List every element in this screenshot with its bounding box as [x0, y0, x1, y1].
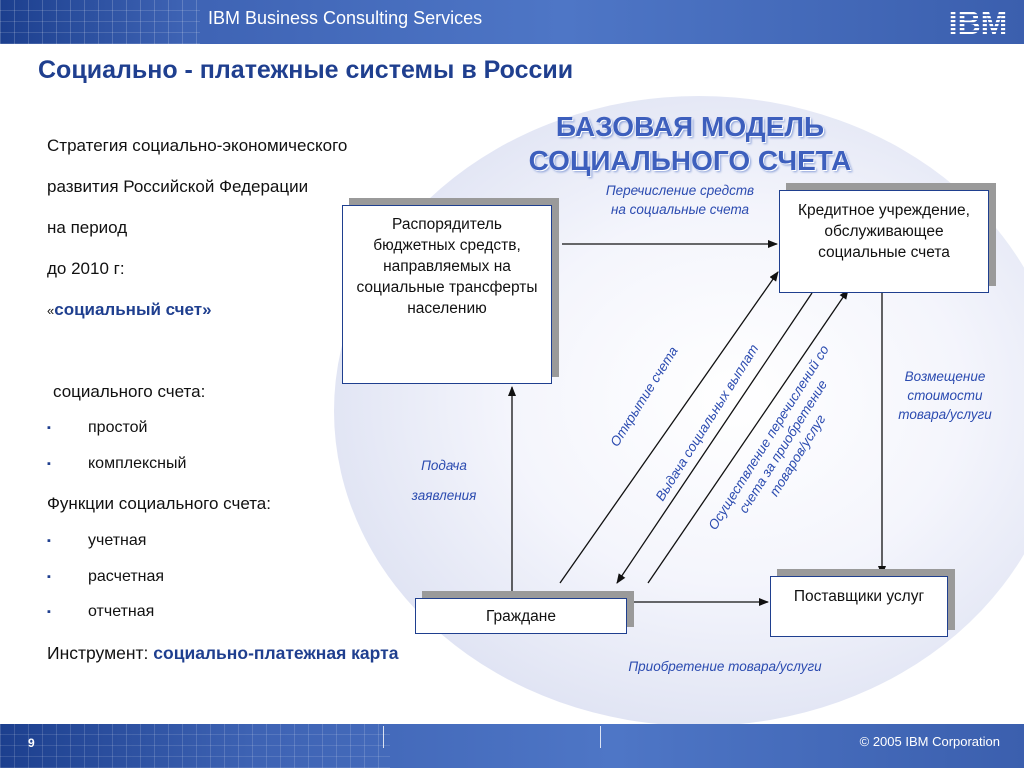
header-grid-pattern [0, 0, 200, 44]
label-application-2: заявления [411, 488, 477, 503]
social-account-term: «социальный счет» [47, 300, 212, 320]
header-bar: IBM Business Consulting Services IBM [0, 0, 1024, 44]
box-providers: Поставщики услуг [770, 576, 948, 637]
arrow-transfers [647, 289, 849, 584]
diagram-title-line2: СОЦИАЛЬНОГО СЧЕТА [528, 145, 852, 176]
arrow-payout [616, 292, 813, 584]
bullet-icon: ▪ [47, 458, 51, 470]
bullet-icon: ▪ [47, 535, 51, 547]
box-citizens: Граждане [415, 598, 627, 634]
footer-bar: 9 © 2005 IBM Corporation [0, 724, 1024, 768]
strategy-line-3: на период [47, 218, 128, 237]
strategy-line-4: до 2010 г: [47, 259, 125, 278]
strategy-line-2: развития Российской Федерации [47, 177, 309, 196]
label-application-1: Подача [421, 458, 467, 473]
ibm-logo: IBM [949, 5, 1008, 40]
svg-text:IBM: IBM [949, 5, 1008, 40]
diagram-title-line1: БАЗОВАЯ МОДЕЛЬ [555, 111, 825, 142]
functions-heading: Функции социального счета: [47, 494, 271, 513]
copyright: © 2005 IBM Corporation [859, 734, 1000, 749]
instrument-value: социально-платежная карта [153, 643, 399, 663]
social-account-text: социальный счет» [54, 300, 212, 319]
strategy-line-1: Стратегия социально-экономического [47, 136, 348, 155]
page-number: 9 [28, 736, 35, 750]
bullet-icon: ▪ [47, 606, 51, 618]
footer-divider [383, 726, 384, 748]
types-heading: социального счета: [53, 382, 206, 401]
function-item-settlement: расчетная [88, 568, 165, 585]
instrument-line: Инструмент: социально-платежная карта [47, 643, 398, 664]
box-budget-holder: Распорядитель бюджетных средств, направл… [342, 205, 552, 384]
footer-divider [600, 726, 601, 748]
type-item-complex: комплексный [88, 455, 187, 472]
arrow-open-account [559, 271, 779, 584]
company-name: IBM Business Consulting Services [208, 8, 483, 28]
function-item-accounting: учетная [88, 532, 147, 549]
footer-grid-pattern [0, 724, 390, 768]
function-item-reporting: отчетная [88, 603, 155, 620]
label-transfer: Перечисление средств на социальные счета [605, 183, 755, 217]
bullet-icon: ▪ [47, 422, 51, 434]
quote-open: « [47, 303, 55, 318]
instrument-label: Инструмент: [47, 643, 154, 663]
type-item-simple: простой [88, 419, 148, 436]
label-purchase: Приобретение товара/услуги [628, 659, 822, 674]
bullet-icon: ▪ [47, 571, 51, 583]
diagram-title: БАЗОВАЯ МОДЕЛЬ СОЦИАЛЬНОГО СЧЕТА [500, 110, 880, 178]
box-credit-institution: Кредитное учреждение, обслуживающее соци… [779, 190, 989, 293]
slide-title: Социально - платежные системы в России [38, 56, 574, 84]
label-reimbursement: Возмещение стоимости товара/услуги [898, 369, 992, 422]
